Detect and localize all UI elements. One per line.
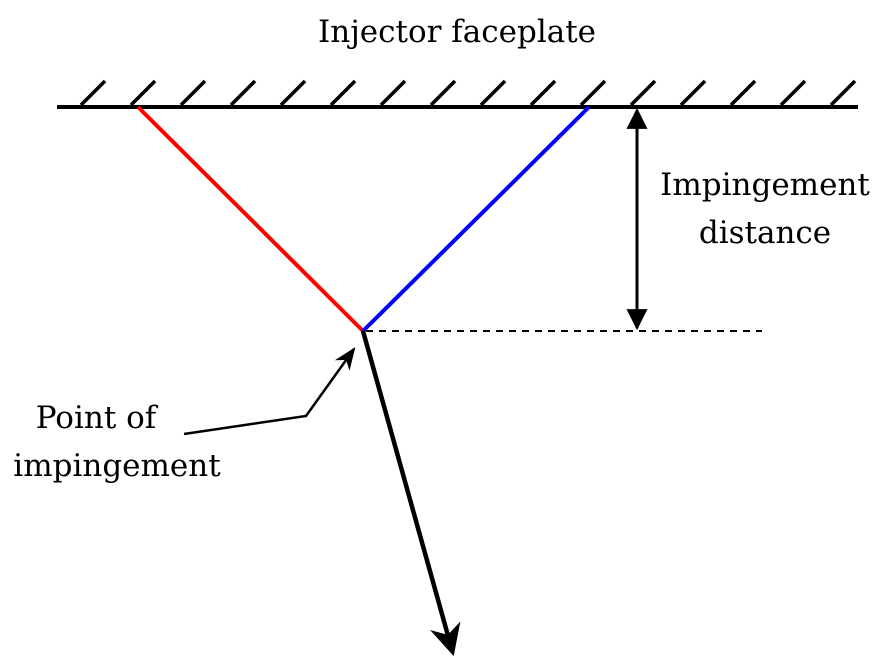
hatch-mark	[629, 79, 657, 107]
impingement-distance-label-line1: Impingement	[660, 167, 870, 203]
hatch-mark	[379, 79, 407, 107]
hatch-mark	[579, 79, 607, 107]
hatch-mark	[829, 79, 857, 107]
point-of-impingement-label-line1: Point of	[36, 400, 159, 436]
resultant-spray-arrow	[360, 330, 461, 657]
faceplate-label: Injector faceplate	[318, 14, 596, 50]
hatch-mark	[179, 79, 207, 107]
hatch-mark	[79, 79, 107, 107]
injector-faceplate-wall	[57, 79, 858, 109]
faceplate-hatching	[79, 79, 857, 107]
hatch-mark	[479, 79, 507, 107]
hatch-mark	[429, 79, 457, 107]
right-jet-line	[361, 105, 591, 333]
hatch-mark	[229, 79, 257, 107]
hatch-mark	[329, 79, 357, 107]
hatch-mark	[529, 79, 557, 107]
hatch-mark	[279, 79, 307, 107]
impingement-distance-label-line2: distance	[699, 215, 831, 251]
hatch-mark	[679, 79, 707, 107]
point-of-impingement-leader	[183, 347, 356, 436]
hatch-mark	[729, 79, 757, 107]
hatch-mark	[129, 79, 157, 107]
point-of-impingement-label-line2: impingement	[13, 448, 221, 484]
left-jet-line	[136, 105, 365, 333]
hatch-mark	[779, 79, 807, 107]
